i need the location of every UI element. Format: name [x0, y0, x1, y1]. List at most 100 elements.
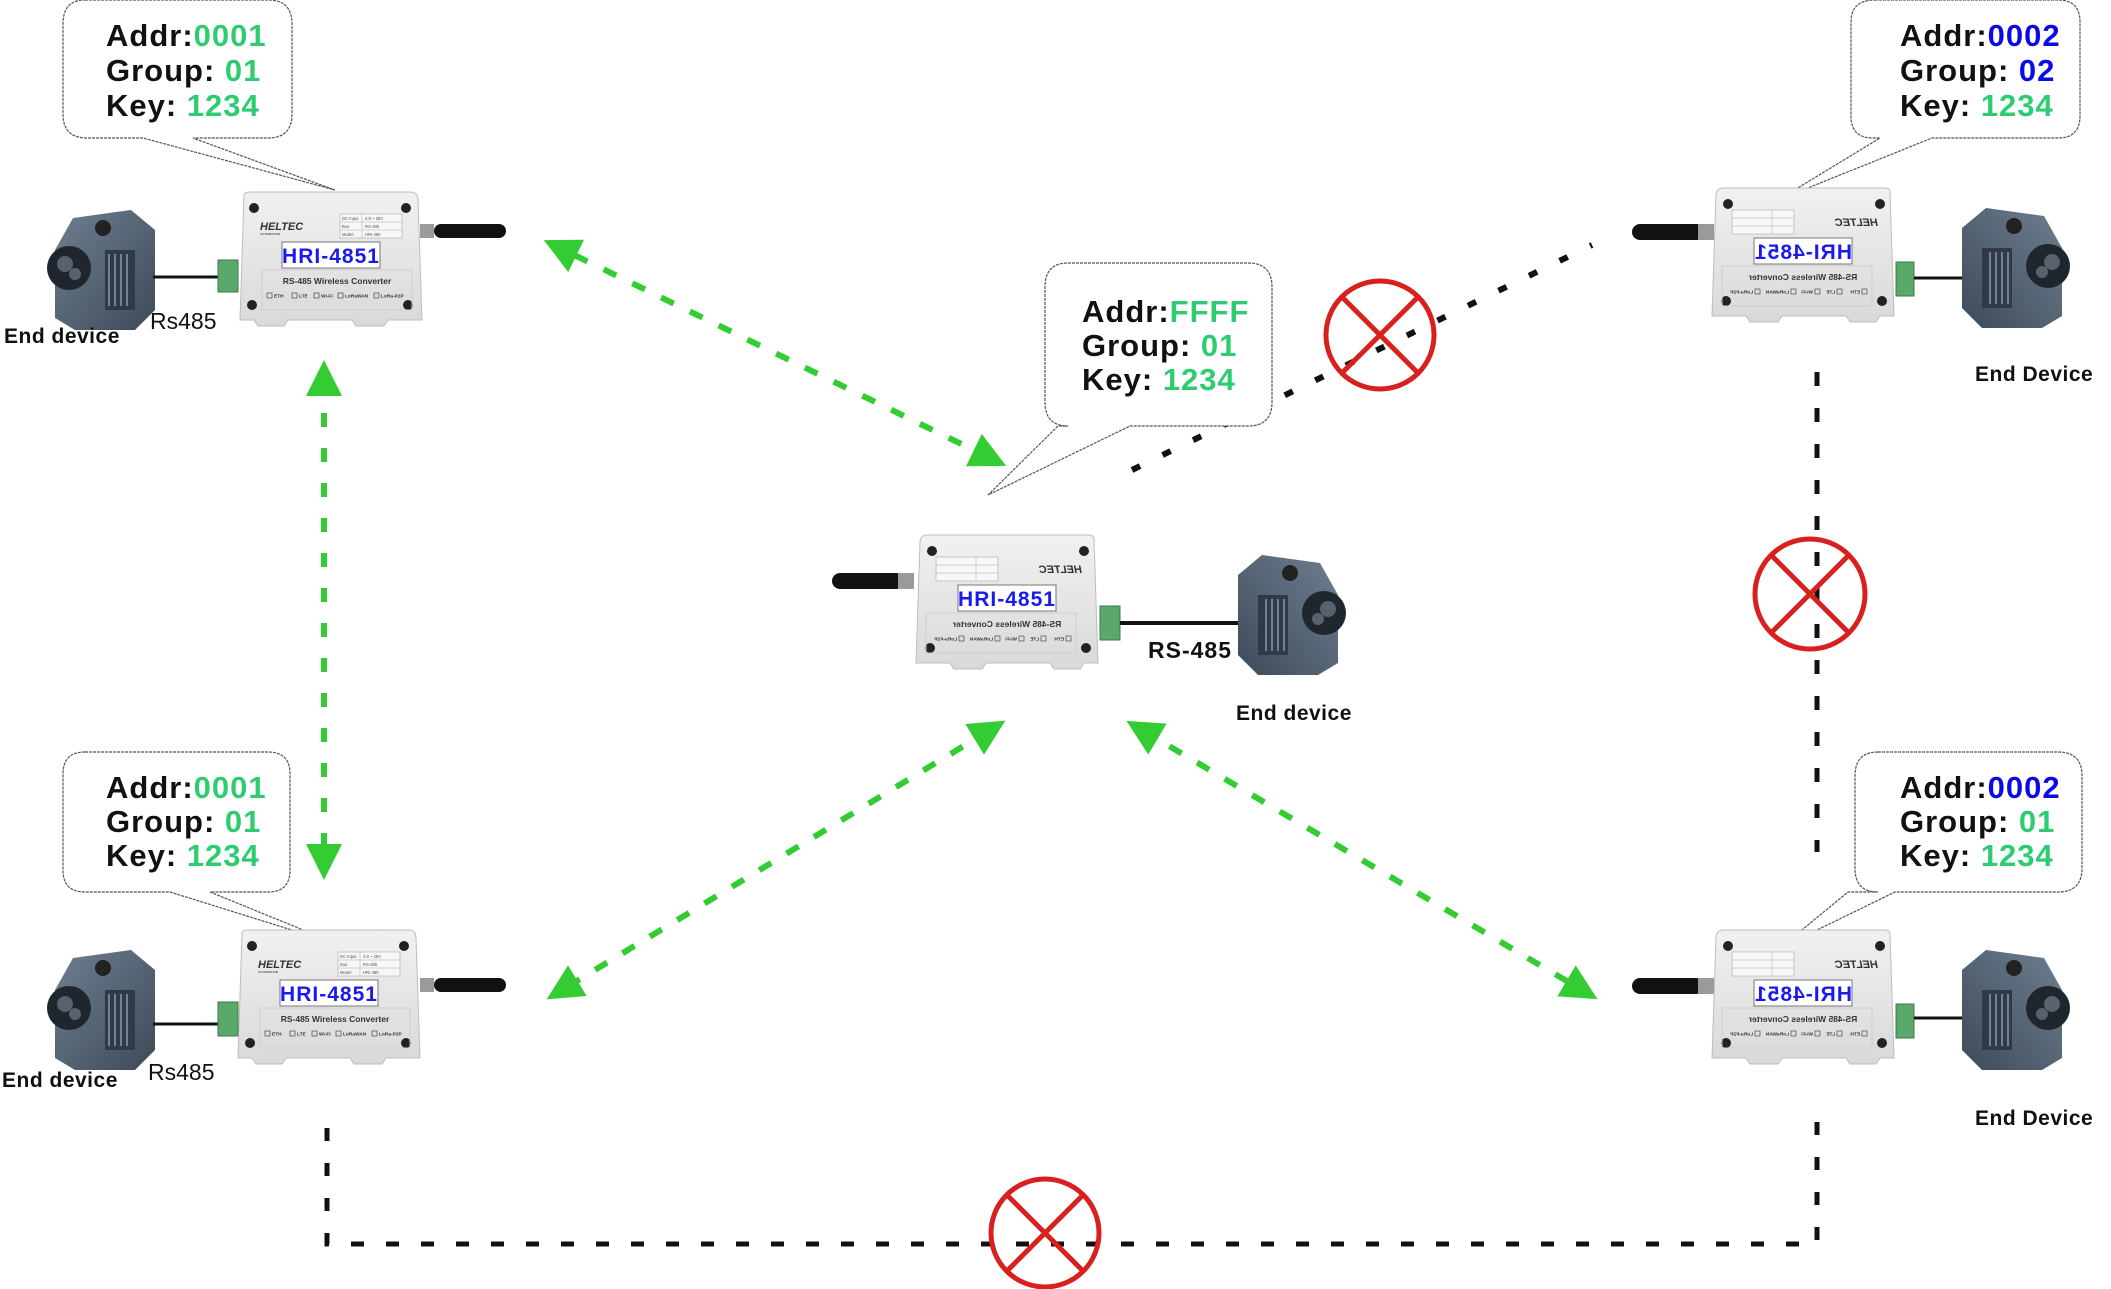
addr-value: 0001: [194, 770, 267, 805]
end-device-motor: [1238, 555, 1346, 675]
svg-text:RS-485: RS-485: [363, 962, 378, 967]
antenna-icon: [420, 978, 506, 992]
svg-text:HRI-485: HRI-485: [365, 232, 381, 237]
device-model-label: HRI-4851: [280, 983, 378, 1006]
brand-logo: HELTEC: [260, 221, 304, 233]
key-label: Key:: [1900, 838, 1981, 873]
brand-logo: HELTEC: [1834, 959, 1878, 971]
svg-text:LTE: LTE: [1029, 637, 1039, 643]
svg-text:ETH: ETH: [1850, 290, 1860, 296]
svg-text:LTE: LTE: [1825, 1032, 1835, 1038]
led-row: ETH LTE Wi-Fi LoRaWAN LoRa-P2P: [264, 1030, 402, 1038]
brand-logo: HELTEC: [1038, 564, 1082, 576]
group-value: 01: [225, 804, 261, 839]
led-row: ETH LTE Wi-Fi LoRaWAN LoRa-P2P: [934, 635, 1072, 643]
end-device-label: End device: [2, 1069, 118, 1092]
end-device-label: End Device: [1975, 363, 2093, 386]
end-device-label: End Device: [1975, 1107, 2093, 1130]
svg-text:4.8 ~ 28V: 4.8 ~ 28V: [363, 954, 381, 959]
end-device-motor: [47, 950, 155, 1070]
addr-value: 0002: [1988, 18, 2061, 53]
antenna-icon: [420, 224, 506, 238]
device-model-label: HRI-4851: [958, 588, 1056, 611]
link-center-bottom-left: [546, 720, 1006, 1000]
end-device-motor: [47, 210, 155, 330]
device-subtitle: RS-485 Wireless Converter: [1748, 1014, 1857, 1024]
svg-text:Key: 1234: Key: 1234: [1900, 838, 2054, 873]
brand-sub: AUTOMATION: [258, 970, 278, 974]
group-label: Group:: [1082, 328, 1201, 363]
svg-text:LTE: LTE: [297, 1032, 307, 1038]
device-model-label: HRI-4851: [282, 245, 380, 268]
device-model-label: HRI-4851: [1754, 241, 1852, 264]
svg-text:LoRa-P2P: LoRa-P2P: [379, 1032, 402, 1038]
svg-text:Group: 01: Group: 01: [106, 804, 261, 839]
svg-text:Wi-Fi: Wi-Fi: [319, 1032, 331, 1038]
motor-icon: [1962, 208, 2070, 328]
svg-text:Bus: Bus: [340, 962, 347, 967]
device-subtitle: RS-485 Wireless Converter: [281, 1014, 390, 1024]
links-layer: [306, 239, 1820, 1247]
led-row: ETH LTE Wi-Fi LoRaWAN LoRa-P2P: [1730, 288, 1868, 296]
svg-text:Addr:0001: Addr:0001: [106, 770, 267, 805]
node-center: HELTEC HRI-4851 RS-485 Wireless Converte…: [832, 534, 1352, 725]
no-connection-icon: [988, 1176, 1102, 1289]
converter-device: HELTEC HRI-4851 RS-485 Wireless Converte…: [1711, 187, 1895, 323]
svg-text:LoRaWAN: LoRaWAN: [345, 294, 369, 300]
svg-text:DC Input: DC Input: [342, 216, 359, 221]
addr-label: Addr:: [106, 18, 194, 53]
svg-text:Wi-Fi: Wi-Fi: [1801, 290, 1813, 296]
key-value: 1234: [187, 838, 260, 873]
svg-text:Key: 1234: Key: 1234: [106, 838, 260, 873]
addr-value: 0001: [194, 18, 267, 53]
svg-text:LoRa-P2P: LoRa-P2P: [381, 294, 404, 300]
motor-icon: [1238, 555, 1346, 675]
svg-text:HRI-485: HRI-485: [363, 970, 379, 975]
brand-logo: HELTEC: [258, 959, 302, 971]
key-label: Key:: [1900, 88, 1981, 123]
rs485-terminal: [1895, 261, 1915, 297]
key-value: 1234: [187, 88, 260, 123]
end-device-label: End device: [1236, 702, 1352, 725]
svg-text:ETH: ETH: [274, 294, 284, 300]
end-device-motor: [1962, 950, 2070, 1070]
svg-text:DC Input: DC Input: [340, 954, 357, 959]
group-label: Group:: [1900, 804, 2019, 839]
end-device-motor: [1962, 208, 2070, 328]
key-label: Key:: [106, 88, 187, 123]
svg-text:Group: 01: Group: 01: [106, 53, 261, 88]
bus-label: Rs485: [148, 1059, 214, 1085]
antenna-icon: [1632, 224, 1714, 240]
svg-text:Key: 1234: Key: 1234: [106, 88, 260, 123]
addr-label: Addr:: [1900, 770, 1988, 805]
led-row: ETH LTE Wi-Fi LoRaWAN LoRa-P2P: [1730, 1030, 1868, 1038]
svg-text:LoRaWAN: LoRaWAN: [343, 1032, 367, 1038]
svg-text:Group: 01: Group: 01: [1900, 804, 2055, 839]
converter-device: HELTEC HRI-4851 RS-485 Wireless Converte…: [915, 534, 1099, 670]
device-subtitle: RS-485 Wireless Converter: [952, 619, 1061, 629]
antenna-icon: [1632, 978, 1714, 994]
addr-label: Addr:: [106, 770, 194, 805]
svg-text:LoRa-P2P: LoRa-P2P: [1730, 290, 1753, 296]
brand-logo: HELTEC: [1834, 217, 1878, 229]
key-value: 1234: [1163, 362, 1236, 397]
svg-text:Wi-Fi: Wi-Fi: [1005, 637, 1017, 643]
group-value: 01: [1201, 328, 1237, 363]
bus-label: Rs485: [150, 308, 216, 334]
svg-text:Addr:FFFF: Addr:FFFF: [1082, 294, 1249, 329]
group-label: Group:: [1900, 53, 2019, 88]
key-label: Key:: [106, 838, 187, 873]
brand-sub: AUTOMATION: [260, 232, 280, 236]
blocked-mark-right: [1752, 536, 1868, 652]
bus-label: RS-485: [1148, 637, 1232, 663]
svg-text:Addr:0002: Addr:0002: [1900, 18, 2061, 53]
key-label: Key:: [1082, 362, 1163, 397]
config-bubble-top-right: Addr:0002 Group: 02 Key: 1234: [1777, 0, 2081, 201]
svg-text:LoRa-P2P: LoRa-P2P: [934, 637, 957, 643]
